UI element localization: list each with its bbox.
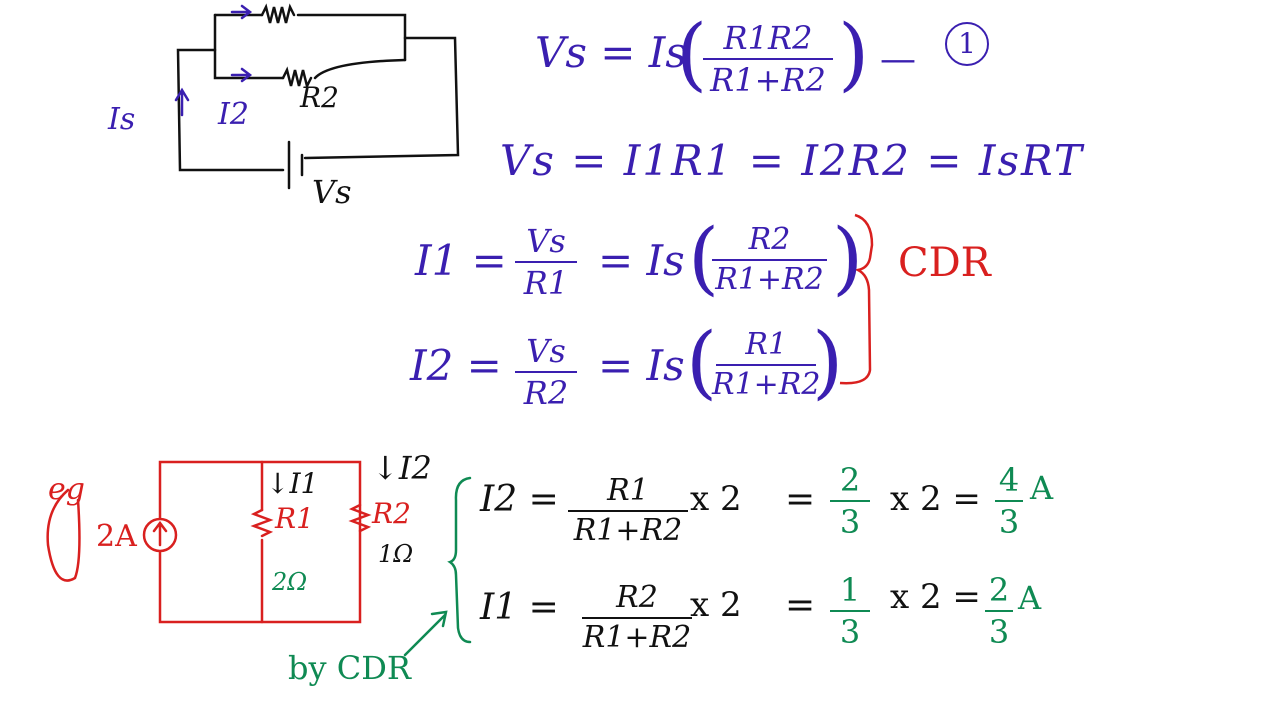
- by-cdr-label: by CDR: [288, 649, 411, 687]
- eg-label: eg: [48, 472, 85, 507]
- ex1-answer-den: 3: [998, 503, 1020, 541]
- eq-i1-frac1: Vs R1: [515, 225, 577, 299]
- eq-i1-frac2-num: R2: [748, 222, 791, 257]
- ex2-result-num: 1: [839, 571, 861, 609]
- eq-i2-frac1: Vs R2: [515, 335, 577, 409]
- ex2-answer: 2 3: [985, 574, 1013, 648]
- fraction-bar: [830, 610, 870, 612]
- example-label-r1: R1: [275, 502, 314, 535]
- eq-i2-lhs: I2 =: [410, 341, 502, 390]
- fraction-bar: [568, 510, 688, 512]
- eq-i1-frac2: R2 R1+R2: [712, 225, 827, 295]
- eq-vs-num: R1R2: [723, 19, 813, 57]
- eq-ohm: Vs = I1R1 = I2R2 = IsRT: [500, 136, 1084, 185]
- eq-vs-fraction: R1R2 R1+R2: [703, 22, 833, 96]
- fraction-bar: [995, 500, 1023, 502]
- ex2-num: R2: [616, 580, 658, 615]
- example-circuit-wires: [46, 460, 372, 624]
- ex1-times: x 2: [690, 479, 742, 519]
- eq-i1-frac1-den: R1: [523, 264, 569, 302]
- ex1-answer: 4 3: [995, 464, 1023, 538]
- ex1-times2: x 2 =: [890, 479, 981, 519]
- eq-i2-mid: = Is: [598, 341, 685, 390]
- paren-left: (: [676, 7, 708, 100]
- ex2-result: 1 3: [830, 574, 870, 648]
- r2-value: 1Ω: [378, 540, 414, 568]
- eq-i2-frac2-den: R1+R2: [712, 367, 821, 402]
- ex2-times2: x 2 =: [890, 577, 981, 617]
- ex1-answer-num: 4: [998, 461, 1020, 499]
- eq-i2-frac2: R1 R1+R2: [712, 330, 821, 400]
- resistor-r1-example-symbol: [250, 508, 274, 538]
- ex2-den: R1+R2: [582, 620, 692, 655]
- battery-symbol: [287, 140, 304, 190]
- fraction-bar: [830, 500, 870, 502]
- eq-vs-lhs: Vs = Is: [535, 28, 687, 77]
- label-i2: I2: [218, 97, 249, 132]
- ex2-unit: A: [1018, 579, 1042, 617]
- source-value: 2A: [96, 519, 137, 554]
- label-r2: R2: [300, 81, 339, 114]
- r1-value: 2Ω: [272, 568, 308, 596]
- ex1-num: R1: [607, 473, 649, 508]
- cdr-label: CDR: [898, 240, 991, 286]
- ex1-result: 2 3: [830, 464, 870, 538]
- ex1-lhs: I2 =: [480, 479, 559, 520]
- fraction-bar: [582, 617, 692, 619]
- eq-i2-frac2-num: R1: [745, 327, 788, 362]
- eq-i2-frac1-num: Vs: [526, 332, 566, 370]
- eq-vs-den: R1+R2: [710, 61, 826, 99]
- eq-i2-frac1-den: R2: [523, 374, 569, 412]
- ex1-result-den: 3: [839, 503, 861, 541]
- fraction-bar: [716, 364, 817, 366]
- paren-left: (: [688, 211, 720, 304]
- ex2-lhs: I1 =: [480, 587, 559, 628]
- example-label-i2: ↓I2: [372, 449, 432, 487]
- by-cdr-arrow: [403, 610, 448, 657]
- solution-brace: [447, 476, 472, 644]
- fraction-bar: [515, 261, 577, 263]
- ex2-answer-num: 2: [988, 571, 1010, 609]
- equation-tag: 1: [945, 22, 989, 66]
- top-circuit-arrows: [174, 4, 253, 117]
- eq-i1-frac1-num: Vs: [526, 222, 566, 260]
- ex1-fraction: R1 R1+R2: [568, 476, 688, 546]
- example-label-r2: R2: [372, 497, 411, 530]
- eq-i1-lhs: I1 =: [415, 236, 507, 285]
- label-is: Is: [108, 102, 136, 137]
- ex1-eq: =: [785, 479, 816, 520]
- paren-right: ): [812, 315, 844, 408]
- resistor-r2-symbol: [281, 66, 313, 90]
- fraction-bar: [712, 259, 827, 261]
- fraction-bar: [985, 610, 1013, 612]
- fraction-bar: [515, 371, 577, 373]
- ex2-answer-den: 3: [988, 613, 1010, 651]
- cdr-brace: [839, 213, 874, 385]
- paren-right: ): [838, 7, 870, 100]
- ex2-fraction: R2 R1+R2: [582, 583, 692, 653]
- paren-right: ): [832, 211, 864, 304]
- ex1-den: R1+R2: [573, 513, 683, 548]
- label-vs: Vs: [312, 173, 352, 211]
- eg-scribble: [46, 488, 81, 582]
- top-circuit-wires: [176, 3, 460, 190]
- ex1-result-num: 2: [839, 461, 861, 499]
- example-label-i1: ↓I1: [266, 467, 319, 500]
- eq-i1-mid: = Is: [598, 236, 685, 285]
- dash: —: [880, 39, 916, 80]
- ex2-times: x 2: [690, 585, 742, 625]
- ex1-unit: A: [1030, 469, 1054, 507]
- resistor-r1-symbol: [260, 3, 296, 24]
- eq-i1-frac2-den: R1+R2: [715, 262, 824, 297]
- fraction-bar: [703, 58, 833, 60]
- ex2-eq: =: [785, 585, 816, 626]
- paren-left: (: [686, 315, 718, 408]
- ex2-result-den: 3: [839, 613, 861, 651]
